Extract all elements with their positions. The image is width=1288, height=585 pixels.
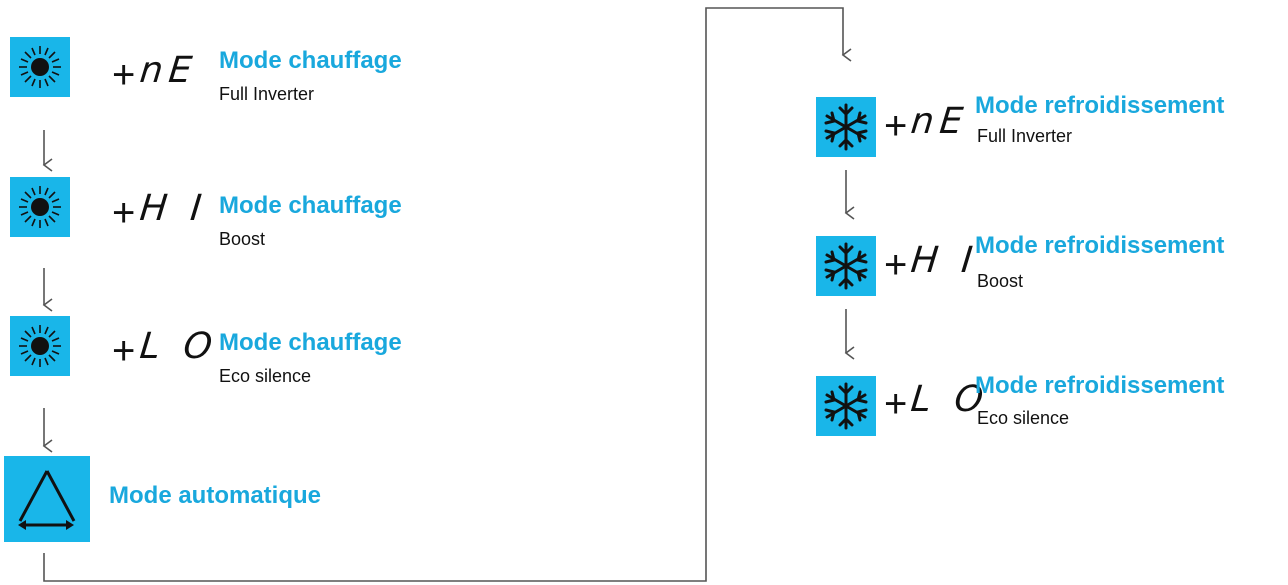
mode-subtitle: Full Inverter: [977, 126, 1073, 146]
sun-icon: [10, 37, 70, 97]
display-code: H I: [908, 240, 981, 281]
plus-sign: +: [884, 104, 908, 148]
snowflake-icon: [816, 376, 876, 436]
sun-icon: [10, 177, 70, 237]
plus-sign: +: [112, 329, 136, 373]
snowflake-icon: [816, 236, 876, 296]
triangle-recycle-icon: [4, 456, 90, 542]
loop-connector: [43, 7, 852, 582]
plus-sign: +: [112, 53, 136, 97]
display-code: H I: [137, 188, 210, 229]
mode-title: Mode refroidissement: [975, 232, 1225, 259]
plus-sign: +: [884, 382, 908, 426]
display-code: nE: [137, 50, 200, 91]
plus-sign: +: [112, 191, 136, 235]
display-code: nE: [908, 101, 971, 142]
mode-subtitle: Eco silence: [977, 408, 1070, 428]
display-code: L O: [137, 326, 221, 367]
mode-title: Mode chauffage: [219, 47, 402, 74]
mode-subtitle: Boost: [219, 229, 266, 249]
mode-title: Mode automatique: [109, 482, 322, 509]
sun-icon: [10, 316, 70, 376]
mode-title: Mode refroidissement: [975, 92, 1225, 119]
mode-title: Mode chauffage: [219, 192, 402, 219]
mode-title: Mode chauffage: [219, 329, 402, 356]
snowflake-icon: [816, 97, 876, 157]
mode-subtitle: Full Inverter: [219, 84, 315, 104]
plus-sign: +: [884, 243, 908, 287]
mode-title: Mode refroidissement: [975, 372, 1225, 399]
mode-subtitle: Boost: [977, 271, 1024, 291]
mode-subtitle: Eco silence: [219, 366, 312, 386]
